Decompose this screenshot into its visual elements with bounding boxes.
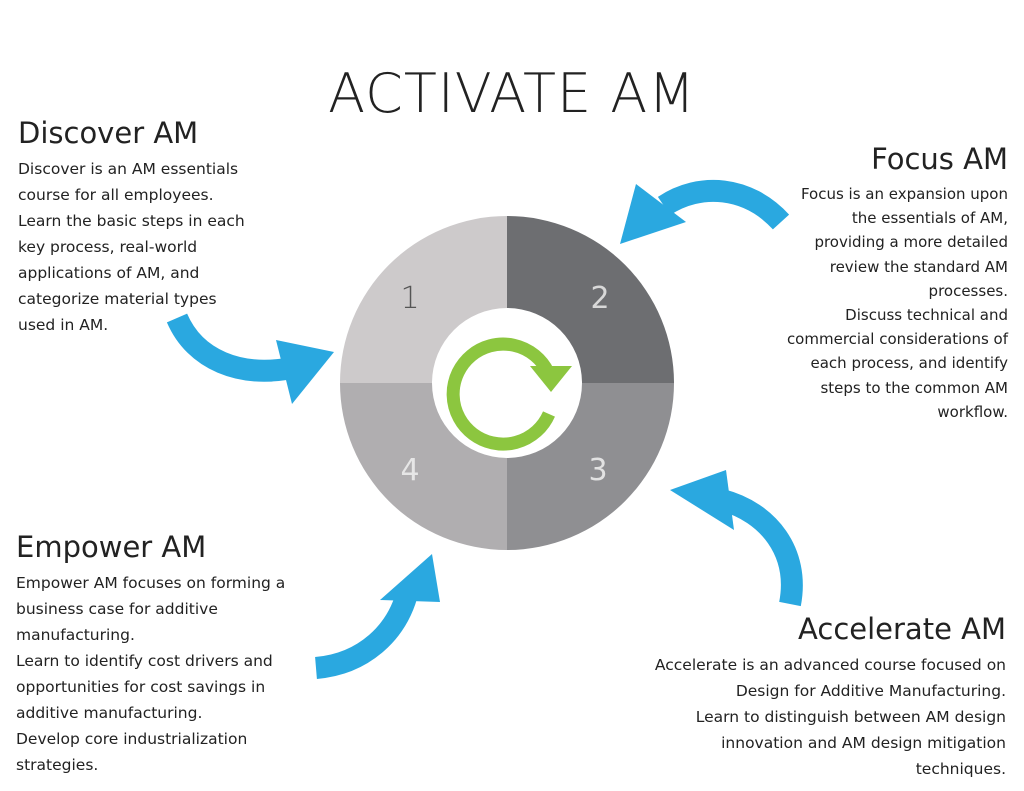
accelerate-line: Learn to distinguish between AM design bbox=[695, 708, 1006, 726]
discover-line: Discover is an AM essentials bbox=[18, 160, 239, 178]
focus-line: Discuss technical and bbox=[845, 306, 1008, 325]
empower-line: manufacturing. bbox=[16, 626, 135, 644]
empower-line: opportunities for cost savings in bbox=[16, 678, 266, 696]
focus-description: Focus is an expansion upon the essential… bbox=[787, 182, 1008, 424]
empower-description: Empower AM focuses on forming a business… bbox=[16, 570, 285, 778]
segment-2 bbox=[507, 216, 674, 383]
empower-section: Empower AM Empower AM focuses on forming… bbox=[16, 530, 285, 778]
focus-line: the essentials of AM, bbox=[851, 209, 1008, 228]
segment-3-number: 3 bbox=[588, 453, 607, 488]
focus-line: steps to the common AM bbox=[820, 378, 1008, 397]
segment-3 bbox=[507, 383, 674, 550]
accelerate-line: techniques. bbox=[915, 760, 1006, 778]
segment-4 bbox=[340, 383, 507, 550]
empower-line: Develop core industrialization bbox=[16, 730, 248, 748]
focus-line: processes. bbox=[928, 281, 1008, 300]
refresh-cycle-icon bbox=[446, 337, 572, 451]
accelerate-section: Accelerate AM Accelerate is an advanced … bbox=[655, 612, 1006, 782]
focus-line: workflow. bbox=[937, 402, 1008, 421]
arrow-focus-icon bbox=[620, 179, 790, 244]
discover-line: applications of AM, and bbox=[18, 264, 200, 282]
focus-line: commercial considerations of bbox=[786, 330, 1008, 349]
discover-description: Discover is an AM essentials course for … bbox=[18, 156, 245, 338]
accelerate-heading: Accelerate AM bbox=[798, 612, 1006, 646]
empower-heading: Empower AM bbox=[16, 530, 207, 564]
segment-2-number: 2 bbox=[590, 281, 609, 316]
accelerate-line: Design for Additive Manufacturing. bbox=[735, 682, 1006, 700]
empower-line: Empower AM focuses on forming a bbox=[16, 574, 286, 592]
segment-4-number: 4 bbox=[400, 453, 419, 488]
focus-section: Focus AM Focus is an expansion upon the … bbox=[787, 142, 1008, 424]
focus-line: review the standard AM bbox=[829, 257, 1008, 276]
empower-line: strategies. bbox=[16, 756, 99, 774]
discover-line: key process, real-world bbox=[18, 238, 198, 256]
page-title: ACTIVATE AM bbox=[328, 62, 696, 125]
segment-1 bbox=[340, 216, 507, 383]
discover-line: categorize material types bbox=[18, 290, 217, 308]
discover-line: Learn the basic steps in each bbox=[18, 212, 245, 230]
accelerate-description: Accelerate is an advanced course focused… bbox=[655, 652, 1006, 782]
focus-line: Focus is an expansion upon bbox=[800, 185, 1008, 203]
focus-line: each process, and identify bbox=[810, 354, 1008, 373]
empower-line: additive manufacturing. bbox=[16, 704, 203, 722]
discover-line: course for all employees. bbox=[18, 186, 214, 204]
discover-line: used in AM. bbox=[18, 316, 109, 334]
accelerate-line: Accelerate is an advanced course focused… bbox=[654, 656, 1006, 674]
segment-1-number: 1 bbox=[400, 281, 419, 316]
focus-heading: Focus AM bbox=[871, 142, 1008, 176]
focus-line: providing a more detailed bbox=[814, 233, 1008, 252]
discover-section: Discover AM Discover is an AM essentials… bbox=[18, 116, 245, 338]
arrow-empower-icon bbox=[314, 554, 440, 679]
empower-line: business case for additive bbox=[16, 600, 218, 618]
arrow-discover-icon bbox=[166, 313, 334, 404]
arrow-accelerate-icon bbox=[670, 470, 803, 607]
empower-line: Learn to identify cost drivers and bbox=[16, 652, 273, 670]
discover-heading: Discover AM bbox=[18, 116, 199, 150]
accelerate-line: innovation and AM design mitigation bbox=[721, 734, 1006, 752]
